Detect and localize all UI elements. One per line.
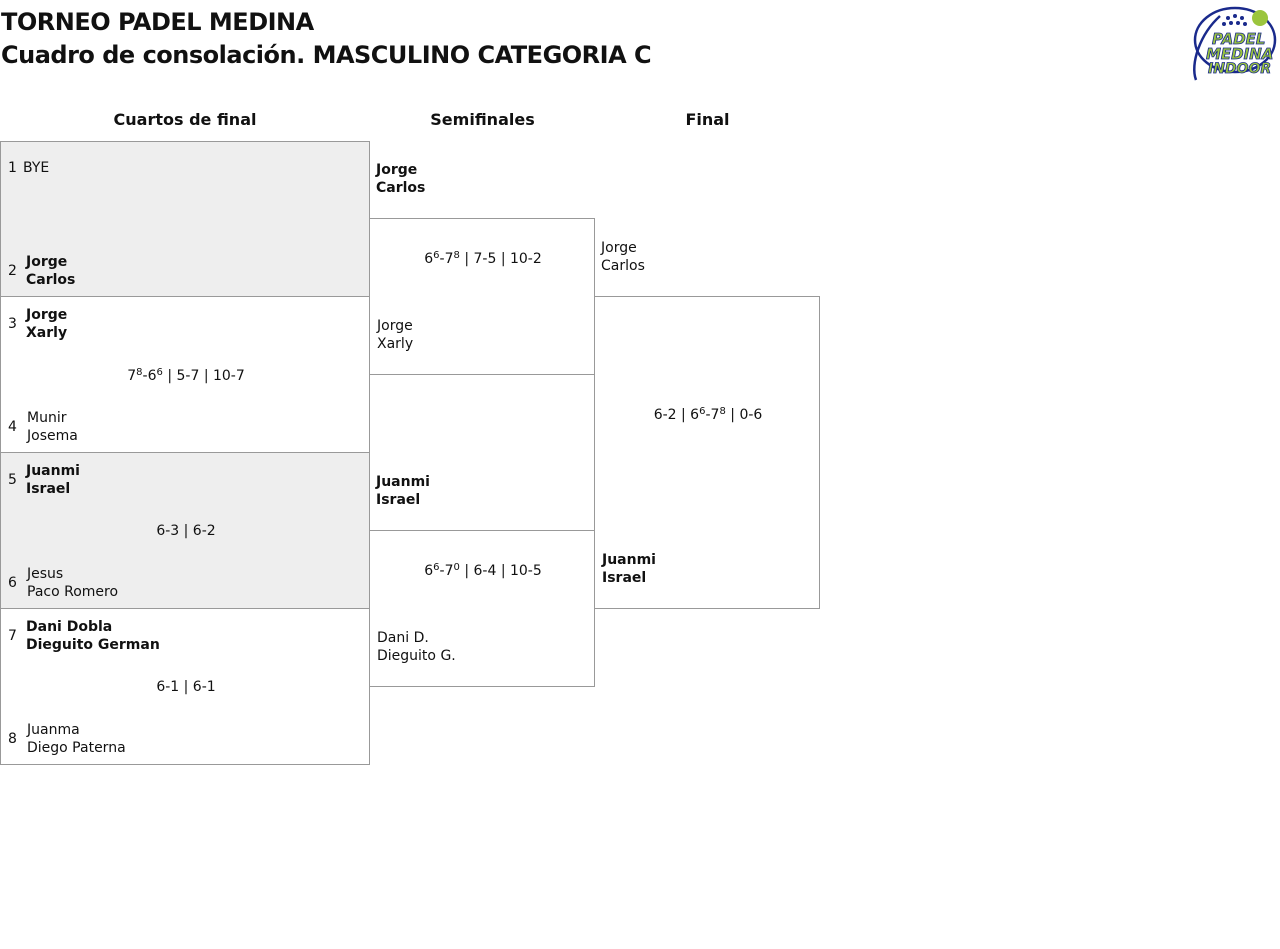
quarter-match-2: 3 Jorge Xarly 78-66 | 5-7 | 10-7 4 Munir… <box>0 296 370 453</box>
player-name: Munir <box>27 410 67 426</box>
seed-number: 4 <box>8 419 17 435</box>
final-match: 6-2 | 66-78 | 0-6 Juanmi Israel <box>594 296 820 609</box>
tiebreak-score: 6 <box>433 250 440 261</box>
bye-label: BYE <box>23 160 50 176</box>
player-name: Carlos <box>26 272 76 288</box>
player-name: Xarly <box>26 325 68 341</box>
player-name: Jesus <box>27 566 64 582</box>
player-name: Jorge <box>26 307 68 323</box>
pair-winner[interactable]: Juanmi Israel <box>26 462 80 498</box>
tiebreak-score: 6 <box>699 406 706 417</box>
logo-text-padel: PADEL <box>1212 30 1265 48</box>
padel-medina-logo: PADEL MEDINA INDOOR <box>1193 6 1277 81</box>
player-name: Israel <box>376 492 421 508</box>
seed-number: 2 <box>8 263 17 279</box>
player-name: Juanma <box>27 722 80 738</box>
page-title: TORNEO PADEL MEDINA <box>1 8 314 36</box>
player-name: Jorge <box>601 240 637 256</box>
round-header-quarters: Cuartos de final <box>113 110 257 129</box>
logo-text-medina: MEDINA <box>1206 45 1273 63</box>
seed-number: 1 <box>8 160 17 176</box>
match-score: 6-2 | 66-78 | 0-6 <box>653 406 763 424</box>
seed-number: 7 <box>8 628 17 644</box>
player-name: Diego Paterna <box>27 740 126 756</box>
tiebreak-score: 8 <box>453 250 460 261</box>
pair-loser[interactable]: Munir Josema <box>27 409 78 445</box>
tiebreak-score: 6 <box>156 367 163 378</box>
player-name: Dani Dobla <box>26 619 113 635</box>
seed-number: 8 <box>8 731 17 747</box>
match-score: 6-1 | 6-1 <box>156 679 216 695</box>
round-header-semis: Semifinales <box>430 110 535 129</box>
player-name: Israel <box>602 570 647 586</box>
match-score: 6-3 | 6-2 <box>156 523 216 539</box>
logo-text-indoor: INDOOR <box>1208 61 1271 77</box>
player-name: Paco Romero <box>27 584 119 600</box>
player-name: Jorge <box>377 318 413 334</box>
tiebreak-score: 8 <box>719 406 726 417</box>
player-name: Xarly <box>377 336 414 352</box>
pair-winner[interactable]: Jorge Xarly <box>26 306 67 342</box>
match-score: 66-78 | 7-5 | 10-2 <box>424 250 542 268</box>
player-name: Jorge <box>26 254 68 270</box>
player-name: Carlos <box>601 258 645 274</box>
semi-match-2: 66-70 | 6-4 | 10-5 Dani D. Dieguito G. <box>369 530 595 687</box>
quarter-match-4: 7 Dani Dobla Dieguito German 6-1 | 6-1 8… <box>0 608 370 765</box>
quarter-match-1: 1 BYE 2 Jorge Carlos <box>0 141 370 297</box>
pair-loser[interactable]: Jesus Paco Romero <box>27 565 118 601</box>
player-name: Dieguito G. <box>377 648 456 664</box>
semi-2-pair-winner[interactable]: Juanmi Israel <box>376 473 430 509</box>
tiebreak-score: 8 <box>136 367 143 378</box>
seed-number: 3 <box>8 316 17 332</box>
pair-loser[interactable]: Jorge Xarly <box>377 317 413 353</box>
player-name: Israel <box>26 481 71 497</box>
final-pair-winner[interactable]: Juanmi Israel <box>602 551 656 587</box>
seed-number: 5 <box>8 472 17 488</box>
semi-match-1: 66-78 | 7-5 | 10-2 Jorge Xarly <box>369 218 595 375</box>
player-name: Juanmi <box>26 463 80 479</box>
pair-loser[interactable]: Dani D. Dieguito G. <box>377 629 456 665</box>
player-name: Josema <box>27 428 78 444</box>
seed-number: 6 <box>8 575 17 591</box>
match-score: 78-66 | 5-7 | 10-7 <box>127 367 245 385</box>
match-score: 66-70 | 6-4 | 10-5 <box>424 562 542 580</box>
semi-1-pair-winner[interactable]: Jorge Carlos <box>376 161 425 197</box>
quarter-match-3: 5 Juanmi Israel 6-3 | 6-2 6 Jesus Paco R… <box>0 452 370 609</box>
round-header-final: Final <box>685 110 730 129</box>
page-subtitle: Cuadro de consolación. MASCULINO CATEGOR… <box>1 41 652 69</box>
pair-winner[interactable]: Dani Dobla Dieguito German <box>26 618 160 654</box>
player-name: Juanmi <box>602 552 656 568</box>
pair-loser[interactable]: Juanma Diego Paterna <box>27 721 126 757</box>
player-name: Jorge <box>376 162 418 178</box>
pair-winner[interactable]: Jorge Carlos <box>26 253 75 289</box>
tiebreak-score: 6 <box>433 562 440 573</box>
tiebreak-score: 0 <box>453 562 460 573</box>
player-name: Carlos <box>376 180 426 196</box>
final-pair-top[interactable]: Jorge Carlos <box>601 239 645 275</box>
player-name: Dani D. <box>377 630 429 646</box>
player-name: Juanmi <box>376 474 430 490</box>
player-name: Dieguito German <box>26 637 160 653</box>
